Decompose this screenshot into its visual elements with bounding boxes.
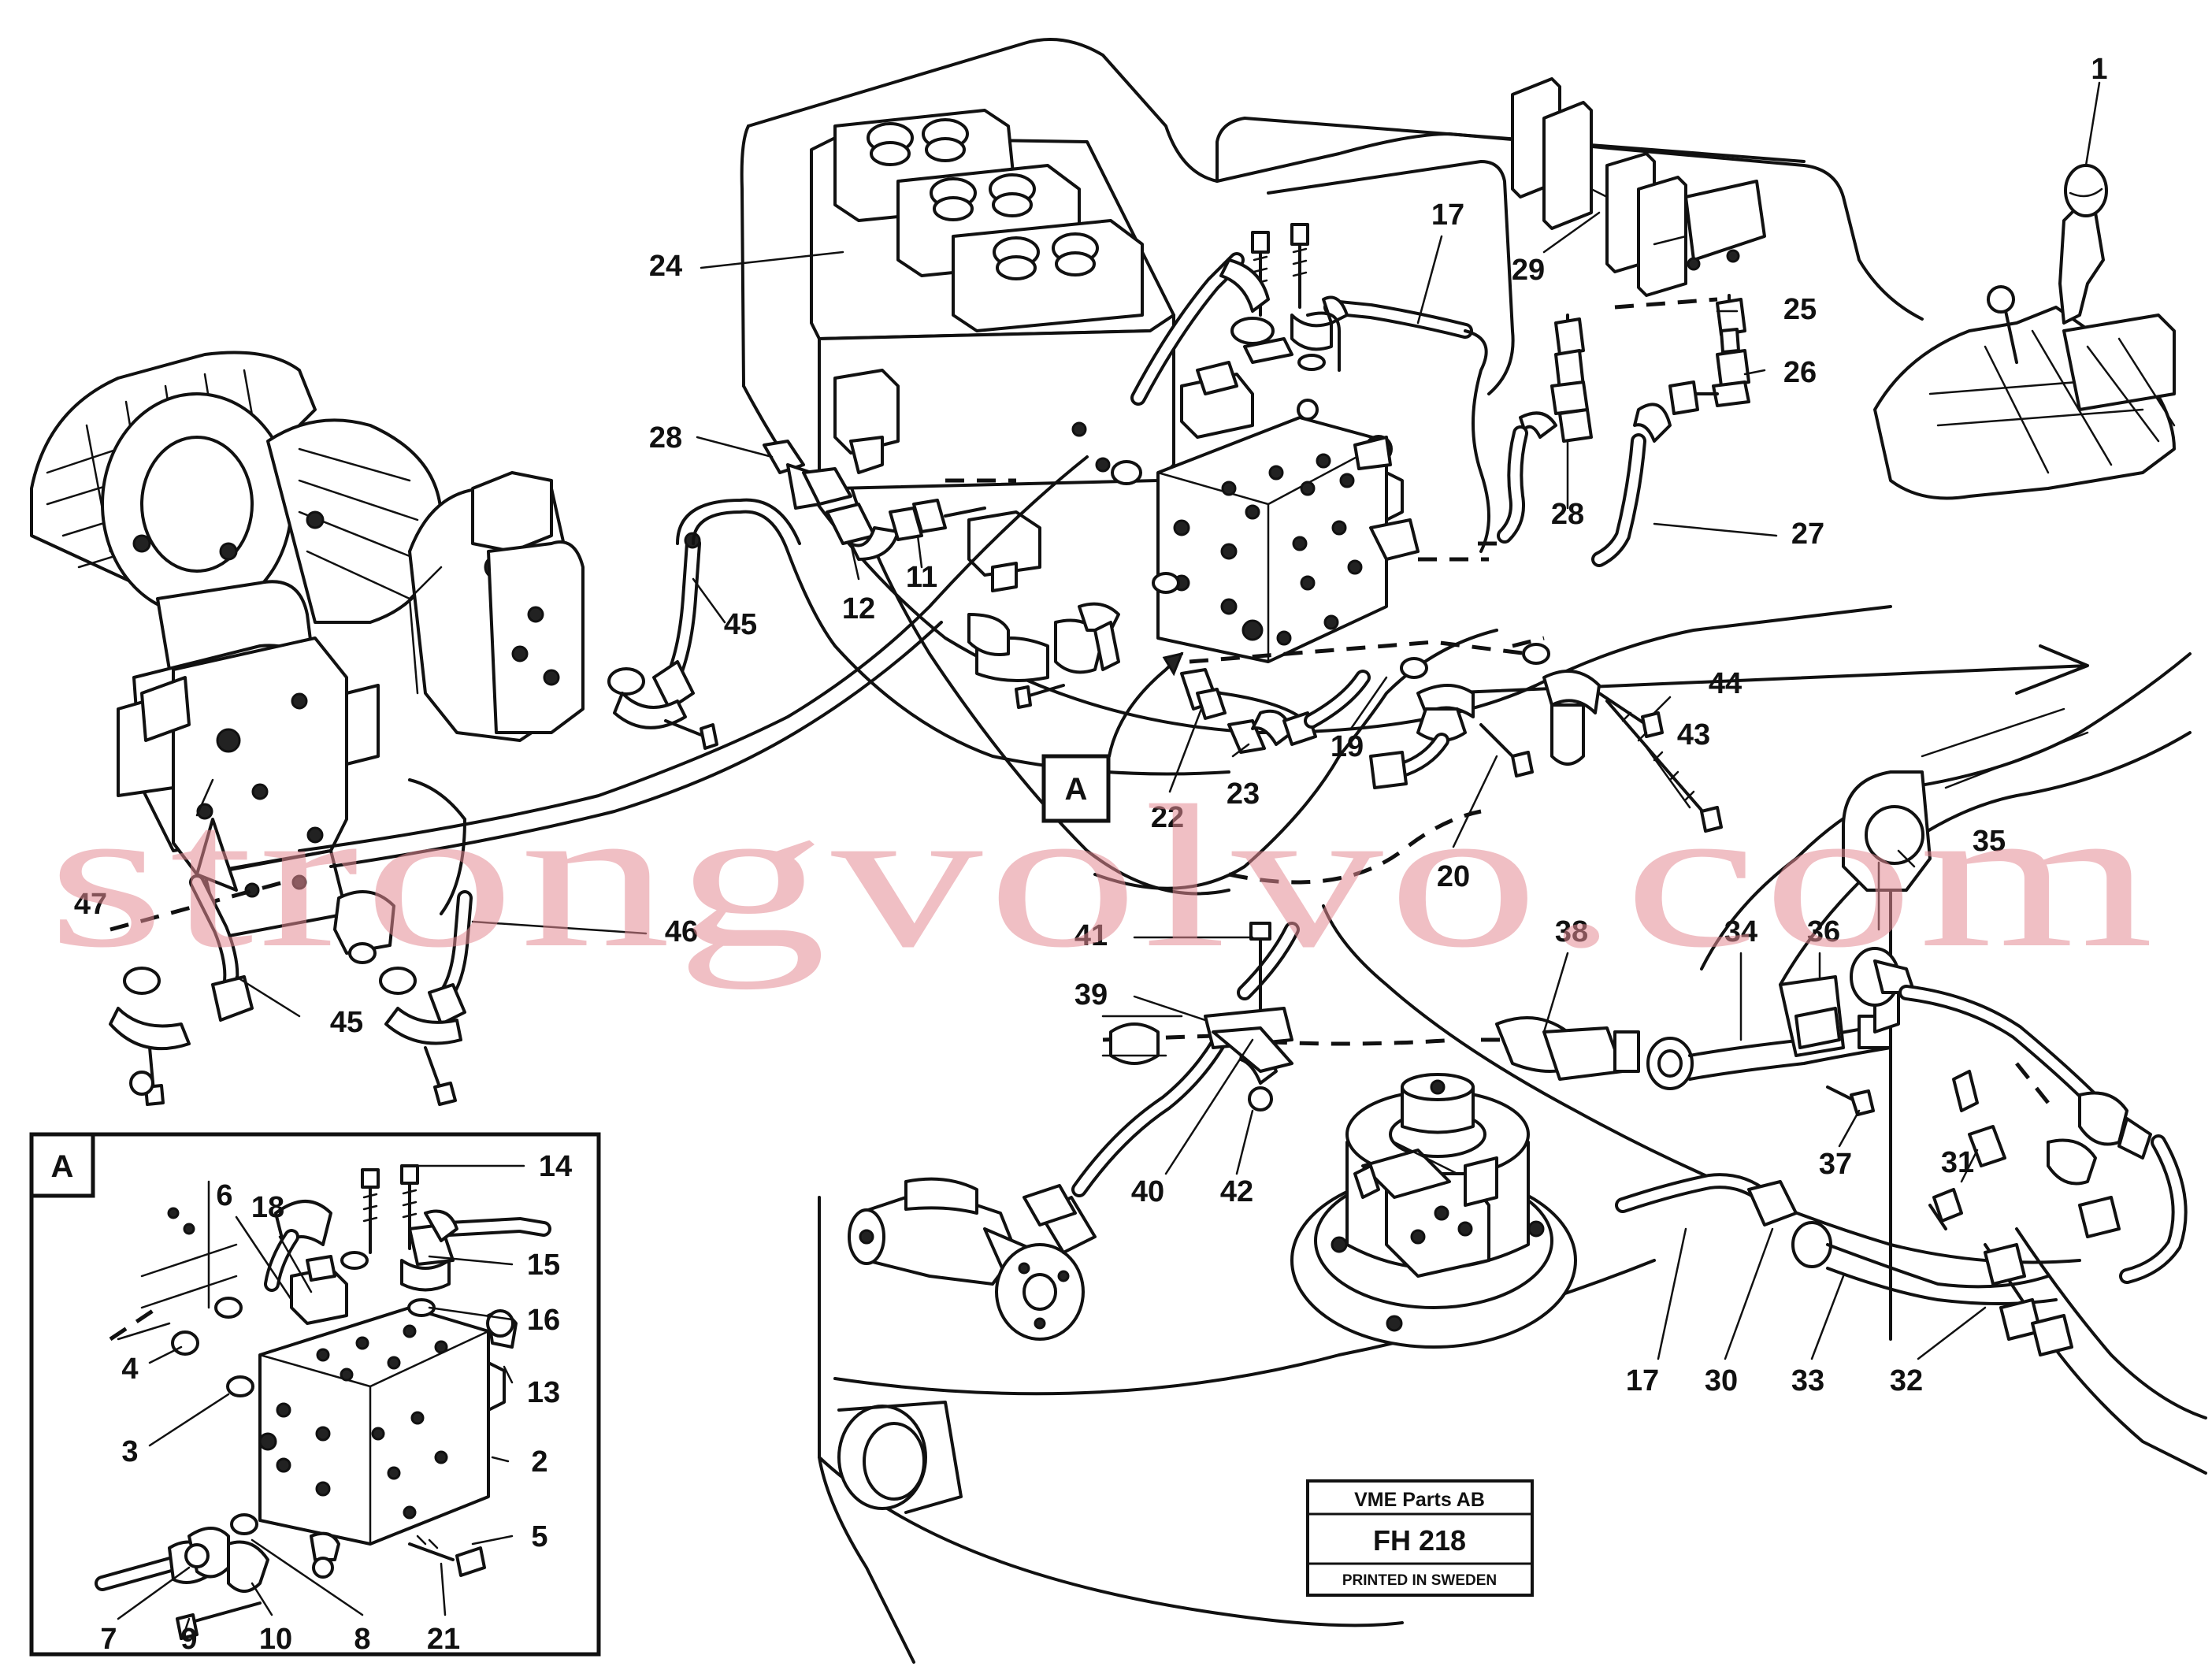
callout-10: 10	[259, 1623, 292, 1656]
detail-marker-a: A	[1041, 651, 1184, 823]
callout-30: 30	[1705, 1364, 1738, 1397]
callout-29: 29	[1512, 254, 1545, 287]
callout-28-right: 28	[1551, 498, 1584, 531]
callout-15: 15	[527, 1249, 560, 1282]
callout-labels: 1 24 17 29 25 26 28 27 28 12 11 45 44 43…	[74, 53, 2108, 1656]
callout-16: 16	[527, 1304, 560, 1337]
callout-6: 6	[216, 1179, 232, 1212]
fittings-right	[1465, 294, 1750, 567]
leader-lines	[195, 81, 2101, 1360]
callout-22: 22	[1151, 801, 1184, 834]
callout-17-bottom: 17	[1626, 1364, 1659, 1397]
callout-31: 31	[1941, 1146, 1974, 1179]
direction-arrow	[1440, 644, 2089, 789]
title-block: VME Parts AB FH 218 PRINTED IN SWEDEN	[1306, 1479, 1534, 1597]
callout-46: 46	[665, 915, 698, 948]
pump-cover	[408, 471, 585, 742]
pump-motor-assembly	[30, 351, 443, 939]
callout-12: 12	[842, 592, 875, 625]
callout-20: 20	[1437, 860, 1470, 893]
valve-handle-2	[930, 173, 1036, 221]
callout-47: 47	[74, 888, 107, 921]
callout-34: 34	[1724, 915, 1757, 948]
callout-17-top: 17	[1431, 199, 1464, 232]
callout-45-upper: 45	[724, 608, 757, 641]
callout-4: 4	[121, 1353, 138, 1386]
callout-9: 9	[180, 1623, 197, 1656]
fittings-lower-manifold	[1180, 643, 1723, 833]
rotary-swivel	[1290, 1073, 1577, 1349]
detail-a-inset: A	[29, 1132, 601, 1657]
callout-44: 44	[1709, 667, 1742, 700]
right-hose-assembly	[1212, 947, 2188, 1356]
lower-left-flange	[837, 1401, 963, 1514]
callout-2: 2	[531, 1445, 547, 1479]
callout-19: 19	[1331, 730, 1364, 763]
callout-21: 21	[427, 1623, 460, 1656]
callout-13: 13	[527, 1376, 560, 1409]
callout-7: 7	[100, 1623, 117, 1656]
cylinder-elbow	[848, 922, 1300, 1341]
hose-45-upper	[607, 532, 718, 750]
center-fittings	[967, 602, 1120, 709]
callout-25: 25	[1783, 293, 1817, 326]
title-block-company: VME Parts AB	[1354, 1489, 1485, 1511]
callout-27: 27	[1791, 518, 1824, 551]
callout-39: 39	[1074, 978, 1108, 1011]
valve-handle-3	[993, 232, 1099, 280]
central-manifold-block	[1111, 361, 1420, 663]
top-bolts	[1230, 223, 1333, 371]
callout-14: 14	[539, 1150, 572, 1183]
svg-text:A: A	[1065, 772, 1088, 807]
callout-23: 23	[1227, 777, 1260, 811]
valve-handle-1	[867, 118, 969, 166]
callout-3: 3	[121, 1435, 138, 1468]
title-block-code: FH 218	[1373, 1524, 1466, 1557]
inset-marker-a: A	[51, 1149, 74, 1184]
control-valve-bank	[810, 109, 1175, 592]
callout-1: 1	[2091, 53, 2107, 86]
title-block-printed: PRINTED IN SWEDEN	[1342, 1572, 1497, 1589]
callout-28-left: 28	[649, 421, 682, 455]
callout-36: 36	[1807, 915, 1840, 948]
hose-45-lower	[109, 874, 254, 1106]
callout-43: 43	[1677, 718, 1710, 752]
hose-46	[333, 890, 473, 1106]
callout-26: 26	[1783, 356, 1817, 389]
callout-35: 35	[1973, 825, 2006, 858]
hose-17-top	[1130, 252, 1490, 553]
callout-42: 42	[1220, 1175, 1253, 1208]
callout-32: 32	[1890, 1364, 1923, 1397]
callout-8: 8	[354, 1623, 370, 1656]
joystick-control	[1873, 164, 2176, 500]
mounting-bracket	[1842, 770, 1932, 892]
callout-33: 33	[1791, 1364, 1824, 1397]
callout-41: 41	[1074, 919, 1108, 952]
callout-37: 37	[1819, 1148, 1852, 1181]
filter-units	[1511, 77, 1766, 297]
callout-11: 11	[906, 561, 937, 594]
callout-40: 40	[1131, 1175, 1164, 1208]
callout-24: 24	[649, 250, 682, 283]
callout-18: 18	[251, 1191, 284, 1224]
callout-45-lower: 45	[330, 1006, 363, 1039]
callout-38: 38	[1555, 915, 1588, 948]
callout-5: 5	[531, 1520, 547, 1553]
fittings-11-12-28	[763, 440, 986, 561]
watermark-text: strongvolvo.com	[47, 763, 2158, 990]
